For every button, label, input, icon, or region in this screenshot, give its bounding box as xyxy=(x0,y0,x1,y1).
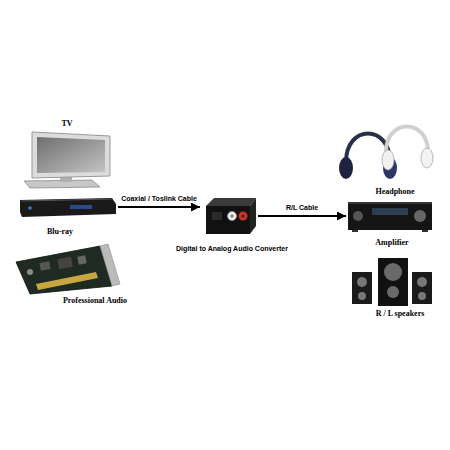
device-caption: TV xyxy=(61,120,72,129)
bluray-picture xyxy=(20,198,116,217)
device-node: Amplifier xyxy=(346,198,434,234)
device-caption: Blu-ray xyxy=(47,228,73,237)
headphone-picture xyxy=(339,127,433,180)
cable-label: Coaxial / Toslink Cable xyxy=(120,195,198,203)
device-caption: Professional Audio xyxy=(63,297,127,306)
speakers-picture xyxy=(352,258,432,306)
device-node: Professional Audio xyxy=(14,244,120,294)
device-node: Digital to Analog Audio Converter xyxy=(200,192,258,236)
cable-arrow xyxy=(118,206,200,208)
cable-arrow xyxy=(258,215,346,217)
device-caption: Amplifier xyxy=(375,239,408,248)
tv-picture xyxy=(24,132,110,188)
device-caption: R / L speakers xyxy=(376,310,425,319)
device-caption: Digital to Analog Audio Converter xyxy=(176,245,288,253)
device-node: Blu-ray xyxy=(18,196,118,218)
amplifier-picture xyxy=(348,202,432,232)
cable-label: R/L Cable xyxy=(285,204,319,212)
device-caption: Headphone xyxy=(375,188,414,197)
device-node: TV xyxy=(20,130,115,187)
device-node: Headphone xyxy=(338,122,432,184)
converter-picture xyxy=(206,198,256,234)
device-node: R / L speakers xyxy=(350,256,432,306)
soundcard-picture xyxy=(16,244,120,294)
